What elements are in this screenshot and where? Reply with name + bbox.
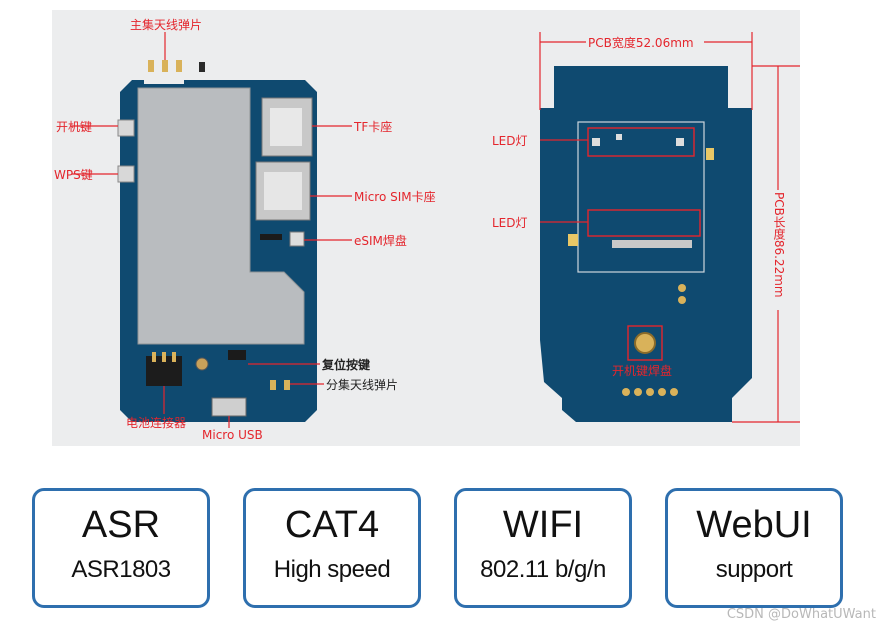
reset-key [195,357,209,371]
esim-pad [289,231,305,247]
card-subtitle: ASR1803 [71,556,171,583]
label-led-2: LED灯 [492,216,528,230]
card-title: WIFI [502,504,584,546]
card-subtitle: 802.11 b/g/n [480,556,606,583]
led-box-1 [587,127,695,157]
pcb-front [117,60,317,422]
label-power-key: 开机键 [56,120,93,134]
label-battery-connector: 电池连接器 [126,416,187,430]
label-pcb-width: PCB宽度52.06mm [588,36,694,50]
label-pcb-length: PCB长度86.22mm [772,192,786,298]
card-title: CAT4 [284,504,380,546]
label-power-key-pad: 开机键焊盘 [612,364,673,378]
label-div-antenna: 分集天线弹片 [326,378,399,392]
label-micro-usb: Micro USB [202,428,263,442]
label-sim-slot: Micro SIM卡座 [354,190,436,204]
feature-card-cat4: CAT4 High speed [243,488,421,608]
label-wps-key: WPS键 [54,168,93,182]
power-key-pad [627,325,663,361]
label-esim-pad: eSIM焊盘 [354,234,407,248]
feature-card-webui: WebUI support [665,488,843,608]
pcb-back [540,60,752,422]
card-subtitle: High speed [273,556,391,583]
feature-card-asr: ASR ASR1803 [32,488,210,608]
annotation-lines [72,32,800,428]
pcb-illustration [72,32,800,428]
shield-can [137,87,305,345]
micro-usb-port [211,397,247,417]
card-subtitle: support [715,556,793,583]
label-main-antenna: 主集天线弹片 [130,18,203,32]
label-reset-key: 复位按键 [322,358,371,372]
card-title: ASR [81,504,161,546]
power-key [117,119,135,137]
led-box-2 [587,209,701,237]
wps-key [117,165,135,183]
card-title: WebUI [696,504,812,546]
watermark: CSDN @DoWhatUWant [726,607,876,622]
label-led-1: LED灯 [492,134,528,148]
product-photo: 主集天线弹片 开机键 WPS键 TF卡座 Micro SIM卡座 eSIM焊盘 … [52,10,800,446]
label-tf-slot: TF卡座 [354,120,393,134]
feature-card-wifi: WIFI 802.11 b/g/n [454,488,632,608]
